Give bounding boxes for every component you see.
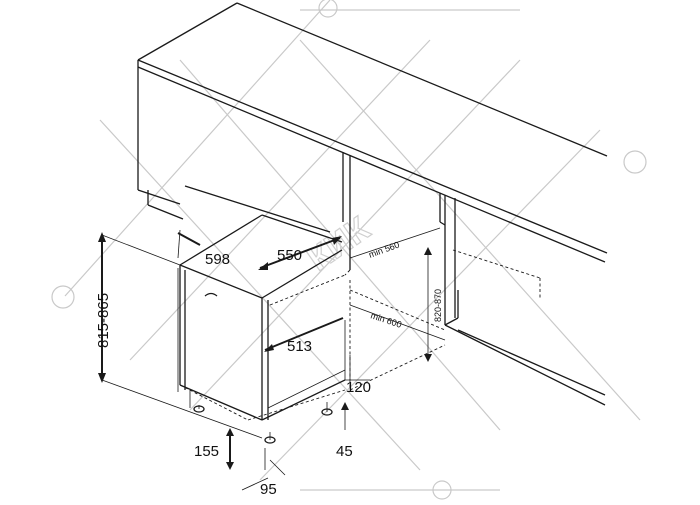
countertop (137, 2, 608, 325)
label-door-height: 155 (194, 443, 219, 460)
watermark: КИК (51, 0, 647, 500)
label-niche-depth: min 600 (369, 310, 403, 329)
right-cabinet (444, 198, 606, 406)
dishwasher (177, 214, 346, 444)
niche-outline (179, 249, 541, 421)
door-handle (204, 292, 218, 297)
dimension-labels: 598 550 513 815-865 820-870 min 560 min … (95, 240, 443, 498)
watermark-circle-top (318, 0, 338, 18)
watermark-circle-right (623, 150, 647, 174)
label-niche-height: 820-870 (433, 289, 443, 322)
label-depth: 550 (277, 247, 302, 264)
label-plinth-setback: 45 (336, 443, 353, 460)
label-width: 598 (205, 251, 230, 268)
watermark-circle-bottom (432, 480, 452, 500)
label-height-range: 815-865 (95, 293, 112, 348)
label-inner-depth: 513 (287, 338, 312, 355)
label-plinth-height: 120 (346, 379, 371, 396)
label-foot-offset: 95 (260, 481, 277, 498)
dimension-lines (98, 227, 446, 491)
watermark-circle-left (51, 285, 75, 309)
